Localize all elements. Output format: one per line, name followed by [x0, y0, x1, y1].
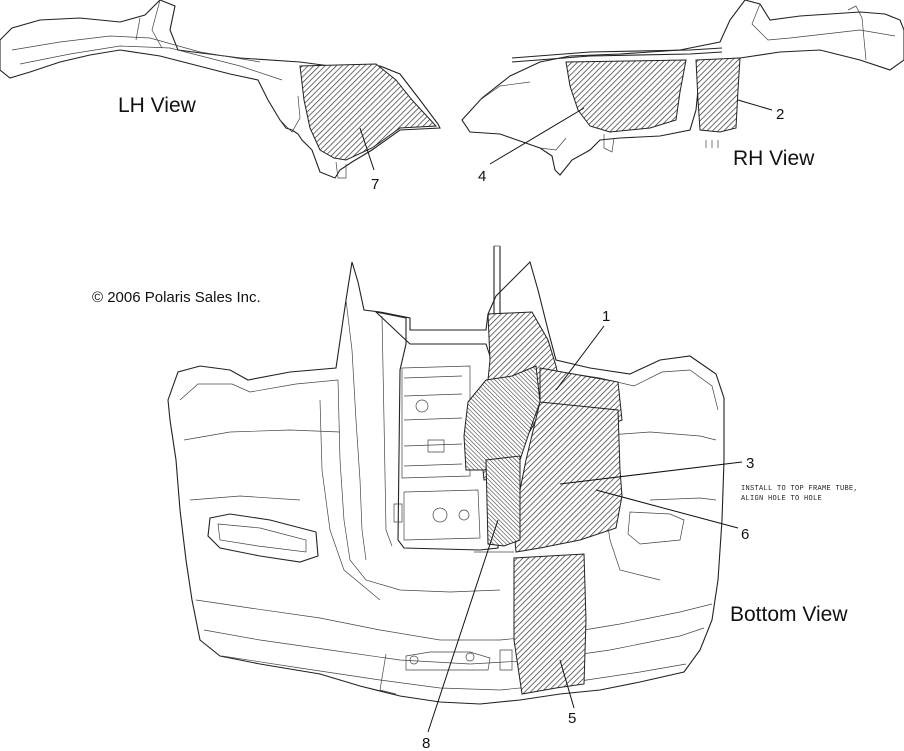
- rh-fender-outline: [461, 0, 904, 176]
- decal-6: [513, 401, 623, 553]
- rh-view-drawing: RH View 2 4: [461, 0, 904, 185]
- frame-mast: [493, 246, 501, 314]
- callout-5: 5: [568, 710, 576, 727]
- callout-3: 3: [746, 455, 754, 472]
- rh-decal-2: [695, 57, 741, 133]
- lh-decal-7: [299, 63, 438, 161]
- install-note-line-2: ALIGN HOLE TO HOLE: [741, 495, 822, 503]
- bottom-view-drawing: INSTALL TO TOP FRAME TUBE, ALIGN HOLE TO…: [167, 245, 858, 751]
- rh-decal-4: [565, 59, 687, 133]
- callout-6: 6: [741, 526, 749, 543]
- bottom-view-label: Bottom View: [730, 603, 848, 626]
- decal-8: [485, 455, 521, 547]
- callout-4: 4: [478, 168, 486, 185]
- callout-5-leader: [559, 659, 575, 709]
- callout-4-leader: [489, 107, 585, 165]
- decal-5: [513, 553, 587, 695]
- callout-8-leader: [427, 519, 499, 733]
- callout-1-leader: [555, 325, 605, 391]
- callout-2: 2: [776, 106, 784, 123]
- callout-7: 7: [371, 176, 379, 193]
- copyright-notice: © 2006 Polaris Sales Inc.: [92, 289, 261, 306]
- callout-1: 1: [602, 308, 610, 325]
- callout-3-leader: [559, 461, 743, 485]
- callout-2-leader: [737, 99, 773, 111]
- install-note-line-1: INSTALL TO TOP FRAME TUBE,: [741, 485, 858, 493]
- callout-7-leader: [359, 127, 375, 171]
- callout-8: 8: [422, 735, 430, 751]
- lh-view-drawing: LH View 7: [0, 0, 441, 193]
- callout-6-leader: [595, 489, 739, 529]
- rh-view-label: RH View: [733, 147, 815, 170]
- lh-view-label: LH View: [118, 94, 197, 117]
- rh-top-frame-tube: [511, 47, 723, 59]
